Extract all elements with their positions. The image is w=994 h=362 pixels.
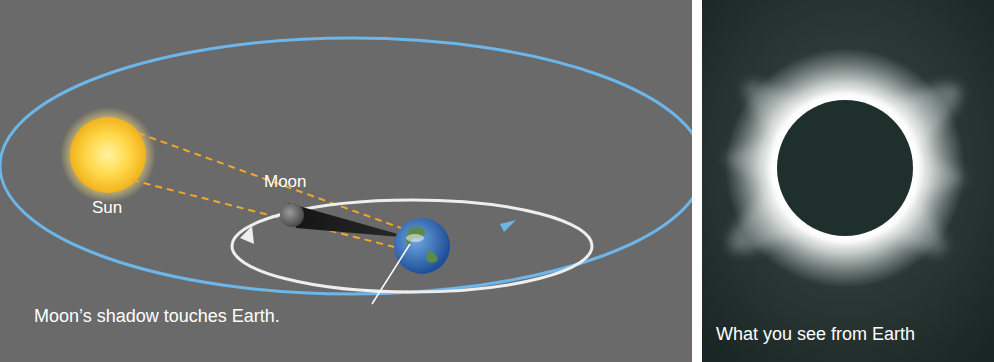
panel-gap bbox=[692, 0, 702, 362]
corona bbox=[713, 48, 977, 288]
moon-shadow bbox=[288, 203, 412, 238]
sun-label: Sun bbox=[92, 198, 122, 218]
photo-caption: What you see from Earth bbox=[716, 324, 915, 345]
earth bbox=[394, 218, 450, 274]
panel-ground bbox=[0, 0, 692, 362]
orbit-arrow bbox=[500, 220, 516, 232]
moon-disk bbox=[777, 100, 913, 236]
sun bbox=[60, 107, 156, 203]
moon-orbit bbox=[232, 200, 592, 292]
leader-line bbox=[372, 244, 410, 304]
moon bbox=[280, 203, 304, 227]
earth-orbit bbox=[0, 38, 704, 294]
orbit-arrow bbox=[240, 226, 254, 244]
photo-ground bbox=[702, 0, 994, 362]
moon-label: Moon bbox=[264, 172, 307, 192]
shadow-callout: Moon’s shadow touches Earth. bbox=[34, 306, 280, 327]
